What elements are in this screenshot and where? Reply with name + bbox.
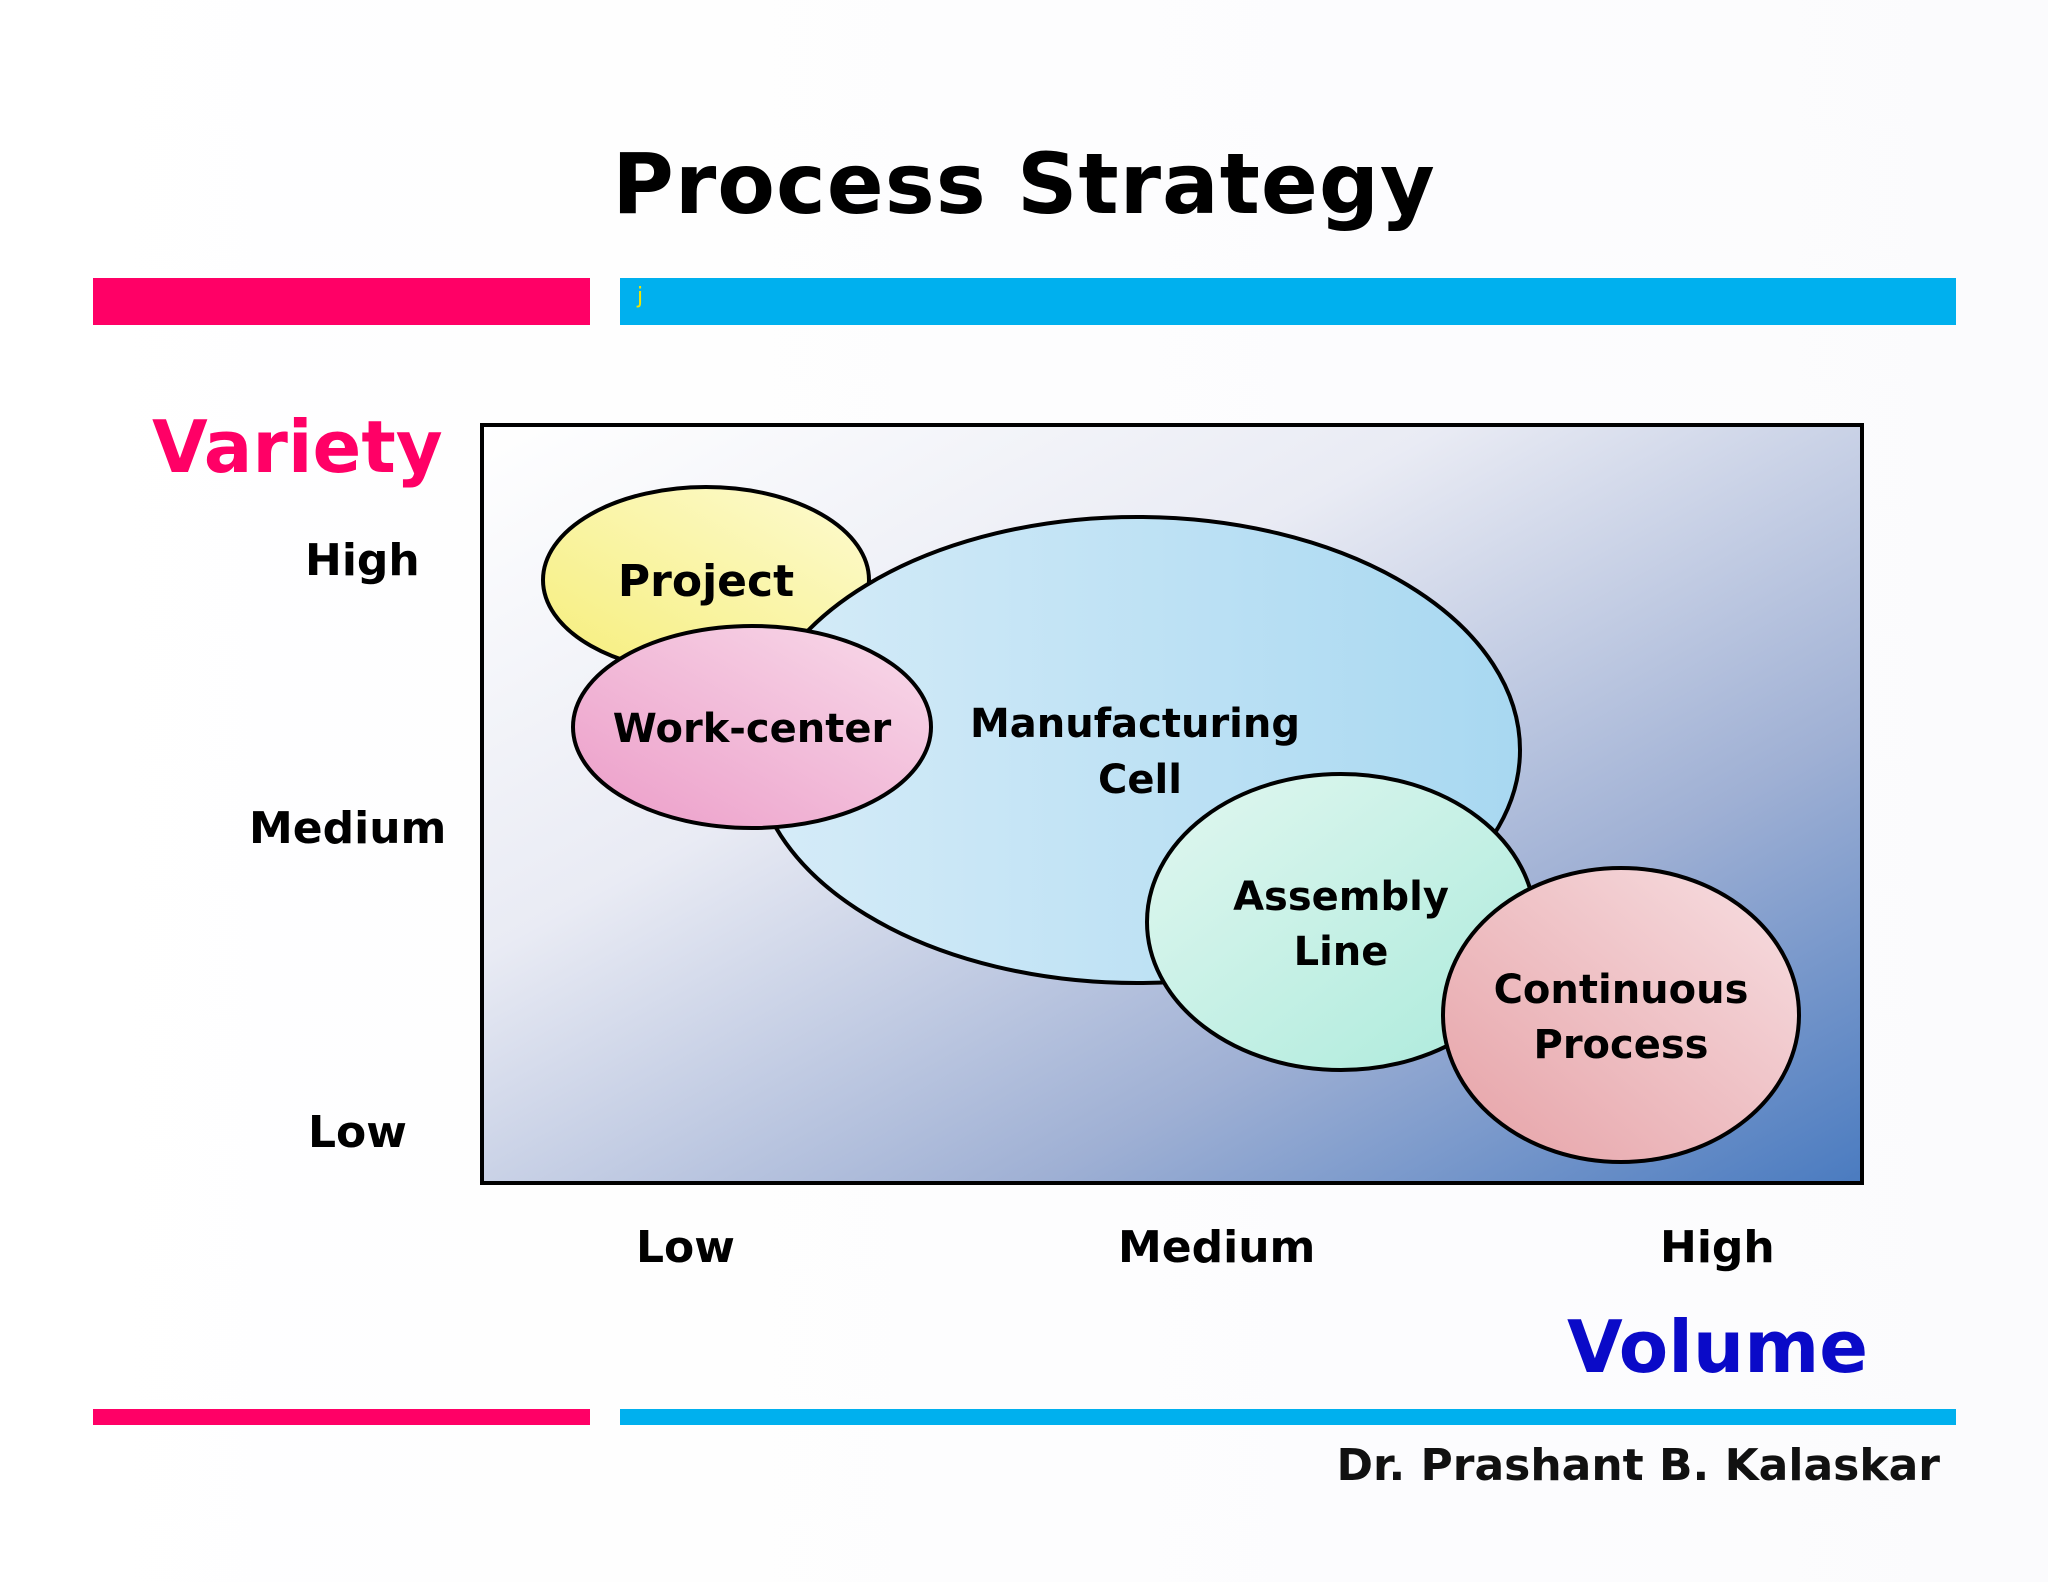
assembly-line-label-line2: Line <box>1294 929 1389 975</box>
x-tick-high: High <box>1660 1222 1775 1273</box>
work-center-label: Work-center <box>613 706 892 752</box>
y-tick-medium: Medium <box>249 803 447 854</box>
y-tick-high: High <box>305 535 420 586</box>
y-axis-title: Variety <box>152 405 443 489</box>
assembly-line-label-line1: Assembly <box>1233 874 1449 920</box>
bottom-blue-bar <box>620 1409 1956 1425</box>
page-title: Process Strategy <box>612 135 1436 233</box>
bar-mark: j <box>637 284 644 309</box>
top-pink-bar <box>93 278 590 325</box>
x-tick-low: Low <box>636 1222 735 1273</box>
author-credit: Dr. Prashant B. Kalaskar <box>1336 1440 1940 1491</box>
bottom-pink-bar <box>93 1409 590 1425</box>
x-axis-title: Volume <box>1567 1305 1869 1389</box>
y-tick-low: Low <box>308 1107 407 1158</box>
work-center-ellipse <box>571 624 933 830</box>
continuous-process-label-line1: Continuous <box>1494 967 1749 1013</box>
manufacturing-cell-label-line1: Manufacturing <box>970 701 1300 747</box>
project-label: Project <box>618 556 794 607</box>
top-blue-bar <box>620 278 1956 325</box>
continuous-process-label-line2: Process <box>1534 1022 1709 1068</box>
continuous-process-ellipse <box>1441 866 1801 1164</box>
x-tick-medium: Medium <box>1118 1222 1316 1273</box>
manufacturing-cell-label-line2: Cell <box>1098 757 1182 803</box>
